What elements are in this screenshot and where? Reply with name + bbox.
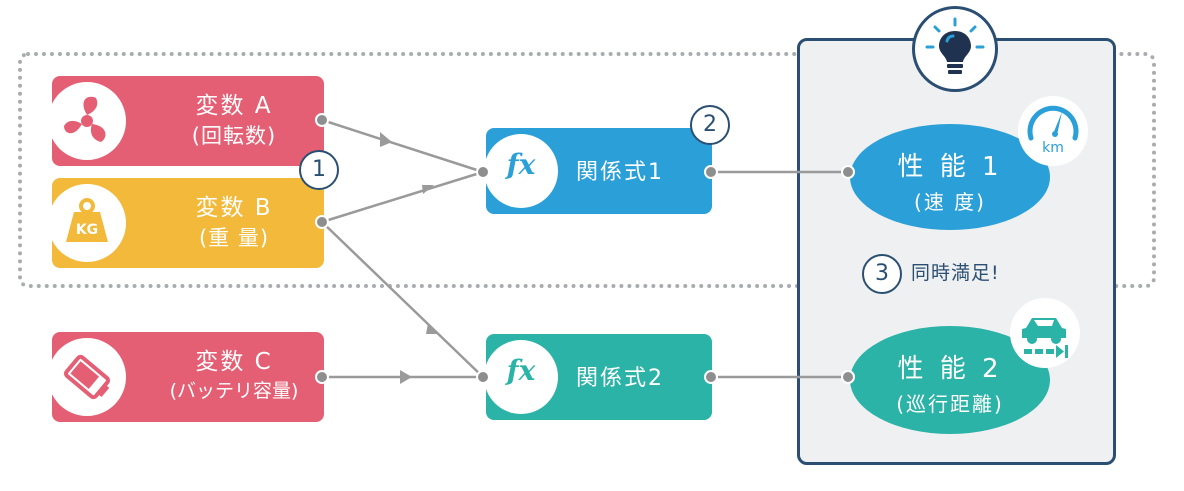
port [315,113,329,127]
connector-a-to-f1 [321,118,484,174]
weight-icon-label: KG [75,222,99,238]
function-1-label: 関係式1 [576,160,664,185]
performance-2-desc: (巡行距離) [896,392,1004,416]
arrowhead-a-f1 [380,132,392,147]
performance-2-title: 性 能 2 [897,354,1003,384]
speedometer-unit: km [1042,140,1064,156]
variable-a-box: 変数 A (回転数) [48,76,324,166]
lightbulb-icon [925,17,985,74]
arrowhead-b-f1 [422,185,434,194]
variable-b-name: 変数 B [195,195,273,221]
step-marker-2: 2 [690,105,730,145]
port [704,165,718,179]
connector-b-to-f1 [321,170,484,224]
performance-1-ellipse: 性 能 1 (速 度) [850,124,1050,230]
port [476,370,490,384]
battery-icon [48,338,126,416]
port [315,370,329,384]
arrowhead-c-f2 [400,370,412,384]
connector-b-to-f2 [321,221,484,378]
weight-icon: KG [48,184,126,262]
port [841,370,855,384]
port [704,370,718,384]
variable-c-box: 変数 C (バッテリ容量) [48,332,324,422]
variable-b-box: KG 変数 B (重 量) [48,178,324,268]
variable-c-desc: (バッテリ容量) [169,380,299,402]
step-marker-1: 1 [299,150,339,190]
port [476,165,490,179]
dotted-group-frame [18,52,1156,288]
variable-b-desc: (重 量) [198,226,270,250]
car-range-icon [1010,298,1080,368]
function-icon: fx [484,134,558,208]
fx-label: fx [506,148,536,181]
port [841,165,855,179]
function-2-label: 関係式2 [576,366,664,391]
speedometer-icon: km [1018,96,1088,166]
port [315,215,329,229]
function-icon: fx [484,340,558,414]
step-marker-3: 3 [862,254,902,294]
function-1-box: fx 関係式1 [484,128,712,214]
arrowhead-b-f2 [426,323,438,334]
function-2-box: fx 関係式2 [484,334,712,420]
performance-1-title: 性 能 1 [897,152,1003,182]
variable-c-name: 変数 C [195,349,273,375]
fx-label: fx [506,354,536,387]
idea-bulb-badge [912,6,998,92]
fan-icon [48,82,126,160]
simultaneous-satisfaction-label: 同時満足! [911,262,1000,284]
variable-a-name: 変数 A [195,93,273,119]
variable-a-desc: (回転数) [191,124,277,148]
performance-1-desc: (速 度) [914,190,986,214]
